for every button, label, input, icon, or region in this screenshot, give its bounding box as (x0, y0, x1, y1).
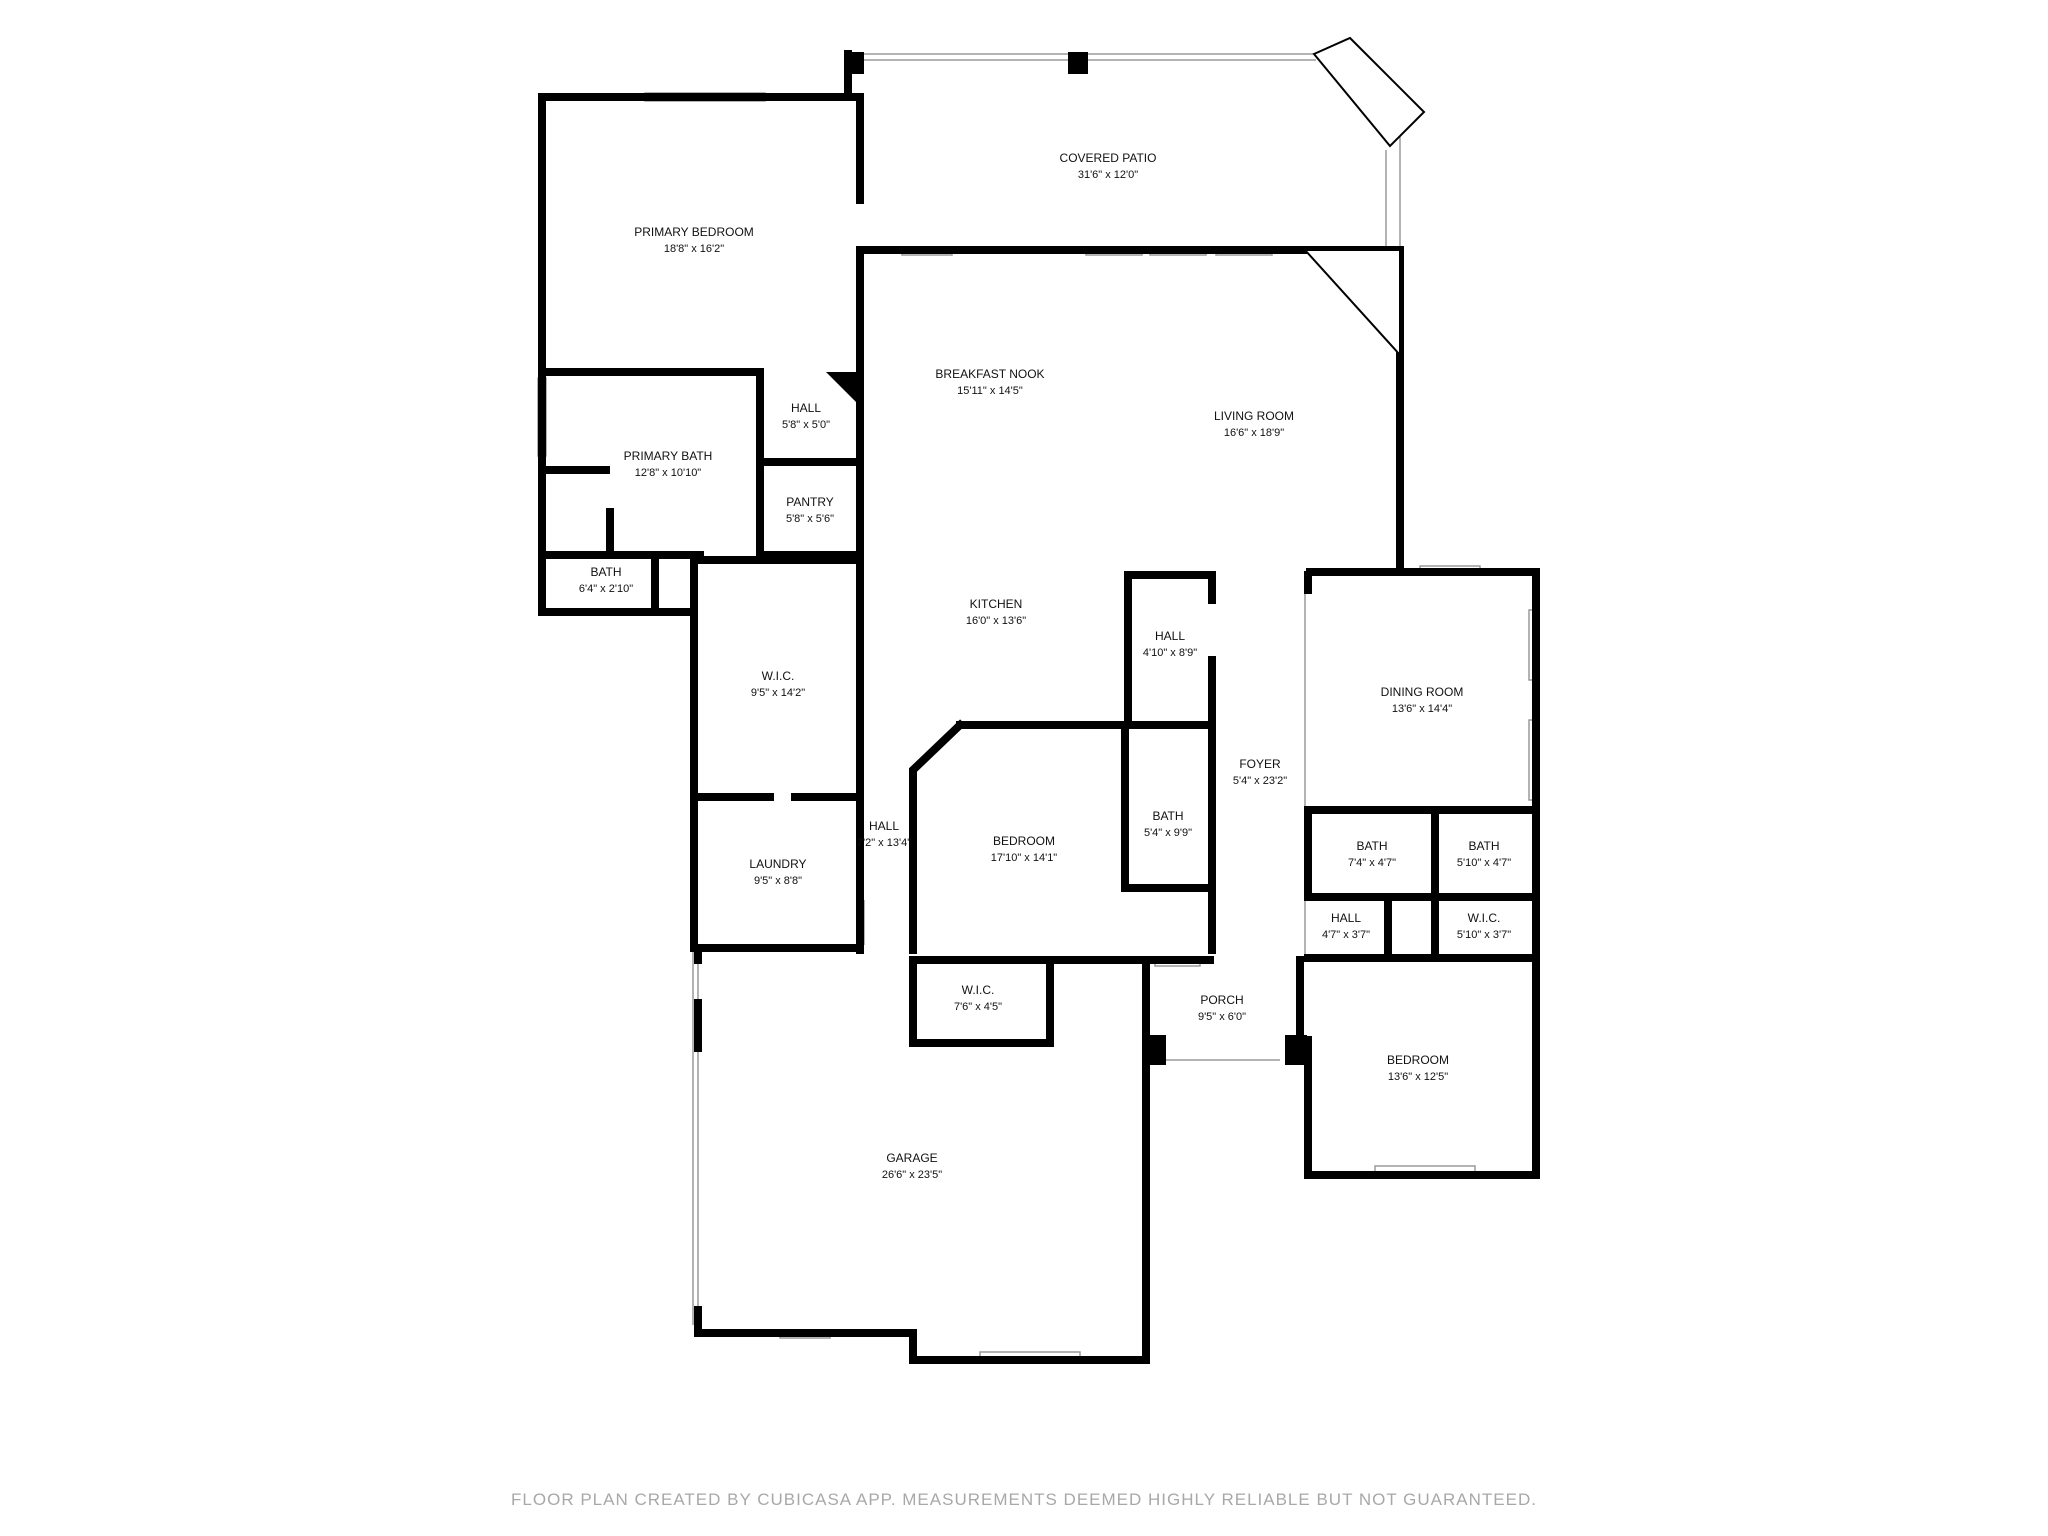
room-label: W.I.C. 5'10" x 3'7" (1457, 911, 1511, 941)
room-label: BATH 5'4" x 9'9" (1144, 809, 1192, 839)
room-name: BATH (1468, 839, 1499, 853)
room-name: COVERED PATIO (1060, 151, 1157, 165)
room-dimensions: 9'5" x 14'2" (751, 687, 805, 699)
room-name: KITCHEN (970, 597, 1023, 611)
wall (538, 93, 694, 616)
room-name: HALL (1331, 911, 1361, 925)
room-label: DINING ROOM 13'6" x 14'4" (1381, 685, 1464, 715)
room-name: BEDROOM (993, 834, 1055, 848)
room-label: PRIMARY BEDROOM 18'8" x 16'2" (634, 225, 754, 255)
wall (909, 719, 966, 954)
room-label: KITCHEN 16'0" x 13'6" (966, 597, 1026, 627)
room-dimensions: 9'5" x 6'0" (1198, 1011, 1246, 1023)
room-name: BREAKFAST NOOK (935, 367, 1044, 381)
solid-blocks (826, 52, 1307, 1065)
room-name: LIVING ROOM (1214, 409, 1294, 423)
wall (1306, 568, 1540, 1179)
room-label: HALL 7'2" x 13'4" (857, 819, 911, 849)
fireplace-patio (1312, 36, 1426, 148)
room-label: PRIMARY BATH 12'8" x 10'10" (624, 449, 713, 479)
room-name: PRIMARY BEDROOM (634, 225, 754, 239)
room-dimensions: 7'2" x 13'4" (857, 837, 911, 849)
room-dimensions: 13'6" x 14'4" (1392, 703, 1452, 715)
room-dimensions: 5'4" x 23'2" (1233, 775, 1287, 787)
room-name: W.I.C. (762, 669, 795, 683)
room-name: HALL (791, 401, 821, 415)
fireplace-living (1302, 249, 1401, 358)
wall (694, 958, 1150, 1364)
room-label: BEDROOM 13'6" x 12'5" (1387, 1053, 1449, 1083)
room-label: HALL 5'8" x 5'0" (782, 401, 830, 431)
room-label: PANTRY 5'8" x 5'6" (786, 495, 834, 525)
room-dimensions: 31'6" x 12'0" (1078, 169, 1138, 181)
room-dimensions: 9'5" x 8'8" (754, 875, 802, 887)
wall (690, 556, 864, 952)
room-dimensions: 6'4" x 2'10" (579, 583, 633, 595)
room-name: FOYER (1239, 757, 1281, 771)
room-dimensions: 5'4" x 9'9" (1144, 827, 1192, 839)
room-name: PORCH (1200, 993, 1243, 1007)
room-dimensions: 7'6" x 4'5" (954, 1001, 1002, 1013)
room-dimensions: 7'4" x 4'7" (1348, 857, 1396, 869)
room-label: COVERED PATIO 31'6" x 12'0" (1060, 151, 1157, 181)
room-name: W.I.C. (1468, 911, 1501, 925)
room-label: BATH 6'4" x 2'10" (579, 565, 633, 595)
room-name: BEDROOM (1387, 1053, 1449, 1067)
room-label: BEDROOM 17'10" x 14'1" (991, 834, 1058, 864)
room-dimensions: 26'6" x 23'5" (882, 1169, 942, 1181)
room-label: W.I.C. 7'6" x 4'5" (954, 983, 1002, 1013)
room-name: BATH (590, 565, 621, 579)
room-dimensions: 5'10" x 4'7" (1457, 857, 1511, 869)
room-name: LAUNDRY (749, 857, 806, 871)
room-label: BATH 7'4" x 4'7" (1348, 839, 1396, 869)
corner-block (826, 372, 860, 406)
wall (756, 368, 864, 559)
room-label: PORCH 9'5" x 6'0" (1198, 993, 1246, 1023)
room-dimensions: 13'6" x 12'5" (1388, 1071, 1448, 1083)
fireplaces (1302, 36, 1426, 358)
room-label: HALL 4'10" x 8'9" (1143, 629, 1197, 659)
room-label: LAUNDRY 9'5" x 8'8" (749, 857, 806, 887)
room-label: HALL 4'7" x 3'7" (1322, 911, 1370, 941)
column (1068, 52, 1088, 74)
room-label: LIVING ROOM 16'6" x 18'9" (1214, 409, 1294, 439)
room-dimensions: 4'10" x 8'9" (1143, 647, 1197, 659)
room-dimensions: 5'10" x 3'7" (1457, 929, 1511, 941)
wall (909, 956, 1054, 1047)
room-dimensions: 12'8" x 10'10" (635, 467, 702, 479)
room-label: BATH 5'10" x 4'7" (1457, 839, 1511, 869)
room-label: FOYER 5'4" x 23'2" (1233, 757, 1287, 787)
room-dimensions: 15'11" x 14'5" (957, 385, 1023, 397)
wall (538, 93, 864, 204)
room-label: W.I.C. 9'5" x 14'2" (751, 669, 805, 699)
room-name: HALL (1155, 629, 1185, 643)
column (1144, 1035, 1166, 1065)
walls (538, 50, 1540, 1364)
room-dimensions: 16'6" x 18'9" (1224, 427, 1284, 439)
room-label: GARAGE 26'6" x 23'5" (882, 1151, 942, 1181)
room-name: HALL (869, 819, 899, 833)
room-label: BREAKFAST NOOK 15'11" x 14'5" (935, 367, 1044, 397)
room-name: BATH (1356, 839, 1387, 853)
wall (1304, 1036, 1540, 1179)
room-dimensions: 16'0" x 13'6" (966, 615, 1026, 627)
room-dimensions: 5'8" x 5'0" (782, 419, 830, 431)
room-dimensions: 17'10" x 14'1" (991, 852, 1058, 864)
room-name: BATH (1152, 809, 1183, 823)
room-name: DINING ROOM (1381, 685, 1464, 699)
room-dimensions: 5'8" x 5'6" (786, 513, 834, 525)
column (1285, 1035, 1307, 1065)
room-name: PANTRY (786, 495, 834, 509)
room-name: W.I.C. (962, 983, 995, 997)
room-name: PRIMARY BATH (624, 449, 713, 463)
room-name: GARAGE (886, 1151, 937, 1165)
room-dimensions: 18'8" x 16'2" (664, 243, 724, 255)
wall (1124, 571, 1216, 604)
room-labels: COVERED PATIO 31'6" x 12'0" PRIMARY BEDROO… (579, 151, 1511, 1181)
column (844, 52, 864, 74)
footer-disclaimer: FLOOR PLAN CREATED BY CUBICASA APP. MEAS… (511, 1490, 1537, 1509)
wall (856, 246, 1404, 576)
room-dimensions: 4'7" x 3'7" (1322, 929, 1370, 941)
